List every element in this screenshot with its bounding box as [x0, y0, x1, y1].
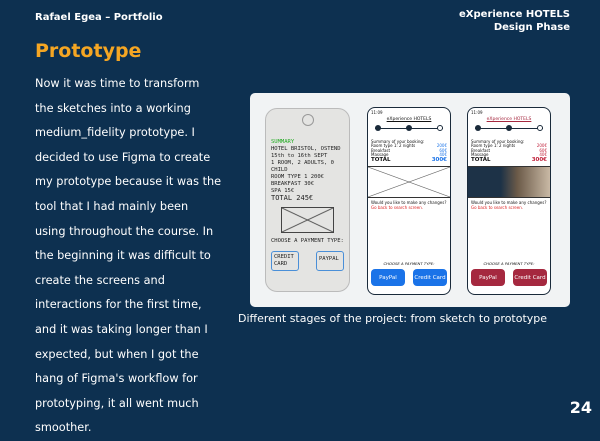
- sketch-line: SUMMARY: [271, 139, 295, 145]
- summary-row: Massage 40€: [471, 152, 547, 158]
- body-line: tool that I had mainly been: [35, 199, 189, 213]
- row-label: TOTAL: [371, 156, 391, 163]
- row-price: 300€: [431, 156, 447, 163]
- choose-label: CHOOSE A PAYMENT TYPE:: [383, 261, 435, 266]
- summary-heading: Summary of your booking:: [371, 139, 425, 144]
- body-line: interactions for the first time,: [35, 298, 202, 312]
- summary-row: Breakfast 60€: [471, 147, 547, 154]
- body-line: expected, but when I got the: [35, 347, 199, 361]
- sketch-line: HOTEL BRISTOL, OSTEND: [271, 146, 341, 152]
- row-label: Massage: [371, 152, 389, 157]
- row-price: 60€: [539, 147, 547, 153]
- row-label: Breakfast: [471, 147, 491, 153]
- summary-row: TOTAL 300€: [371, 156, 447, 163]
- changes-text: Would you like to make any changes?: [471, 200, 547, 205]
- back-link[interactable]: Go back to search screen.: [371, 205, 424, 210]
- body-line: smoother.: [35, 421, 92, 435]
- sketch-line: TOTAL 245€: [271, 194, 314, 202]
- project-name: eXperience HOTELS: [459, 9, 570, 20]
- row-price: 200€: [536, 143, 547, 148]
- sketch-line: 1 ROOM, 2 ADULTS, 0 CHILD: [271, 160, 334, 173]
- image-caption: Different stages of the project: from sk…: [238, 312, 548, 325]
- row-price: 300€: [531, 156, 547, 163]
- sketch-line: SPA 15€: [271, 188, 295, 194]
- brand: eXperience HOTELS: [386, 117, 432, 122]
- wireframe-phone: 11:09 eXperience HOTELS Summary of your …: [367, 107, 451, 295]
- paypal-button[interactable]: PayPal: [471, 269, 505, 286]
- sketch-choose: CHOOSE A PAYMENT TYPE:: [271, 238, 344, 244]
- summary-row: Room type 1: 2 nights 200€: [471, 143, 547, 149]
- image-placeholder: [368, 166, 450, 198]
- sketch-paypal-button: PAYPAL: [316, 251, 344, 271]
- body-line: medium_fidelity prototype. I: [35, 126, 195, 140]
- prototype-phone: 11:09 eXperience HOTELS Summary of your …: [467, 107, 551, 295]
- credit-card-button[interactable]: Credit Card: [513, 269, 547, 286]
- sketch-line: ROOM TYPE 1 200€: [271, 174, 324, 180]
- progress-steps: [475, 125, 543, 134]
- body-line: the beginning it was difficult to: [35, 249, 211, 263]
- row-label: Room type 1: 2 nights: [471, 143, 516, 148]
- row-label: Massage: [471, 152, 489, 157]
- body-line: Now it was time to transform: [35, 77, 200, 90]
- row-label: Breakfast: [371, 147, 391, 153]
- project-label: eXperience HOTELS Design Phase: [459, 8, 570, 34]
- body-line: and it was taking longer than I: [35, 322, 208, 336]
- row-label: TOTAL: [471, 156, 491, 163]
- body-line: using throughout the course. In: [35, 224, 214, 238]
- row-label: Room type 1: 2 nights: [371, 143, 416, 148]
- body-line: my prototype because it was the: [35, 175, 222, 189]
- sketch-line: BREAKFAST 30€: [271, 181, 315, 187]
- changes-text: Would you like to make any changes?: [371, 200, 447, 205]
- paypal-button[interactable]: PayPal: [371, 269, 405, 286]
- body-line: decided to use Figma to create: [35, 150, 211, 164]
- image-placeholder: [281, 207, 334, 233]
- body-line: the sketches into a working: [35, 101, 191, 115]
- row-price: 40€: [439, 152, 447, 157]
- body-line: prototyping, it all went much: [35, 396, 199, 410]
- progress-steps: [375, 125, 443, 134]
- body-line: hang of Figma's workflow for: [35, 372, 198, 386]
- sketch-line: 15th to 16th SEPT: [271, 153, 328, 159]
- portfolio-author: Rafael Egea – Portfolio: [35, 12, 163, 23]
- summary-row: TOTAL 300€: [471, 156, 547, 163]
- page-number: 24: [569, 398, 592, 417]
- row-price: 60€: [439, 147, 447, 153]
- choose-label: CHOOSE A PAYMENT TYPE:: [483, 261, 535, 266]
- status-time: 11:09: [471, 110, 483, 115]
- page-title: Prototype: [35, 40, 142, 62]
- back-link[interactable]: Go back to search screen.: [471, 205, 524, 210]
- credit-card-button[interactable]: Credit Card: [413, 269, 447, 286]
- hotel-photo: [468, 166, 550, 198]
- summary-row: Room type 1: 2 nights 200€: [371, 143, 447, 149]
- summary-row: Massage 40€: [371, 152, 447, 158]
- row-price: 200€: [436, 143, 447, 148]
- sketch-credit-button: CREDIT CARD: [271, 251, 299, 271]
- summary-heading: Summary of your booking:: [471, 139, 525, 144]
- row-price: 40€: [539, 152, 547, 157]
- brand: eXperience HOTELS: [486, 117, 532, 122]
- body-text: Now it was time to transform the sketches…: [35, 72, 221, 441]
- summary-row: Breakfast 60€: [371, 147, 447, 154]
- body-line: create the screens and: [35, 273, 165, 287]
- status-time: 11:09: [371, 110, 383, 115]
- camera-icon: [302, 114, 314, 126]
- project-phase: Design Phase: [493, 22, 570, 33]
